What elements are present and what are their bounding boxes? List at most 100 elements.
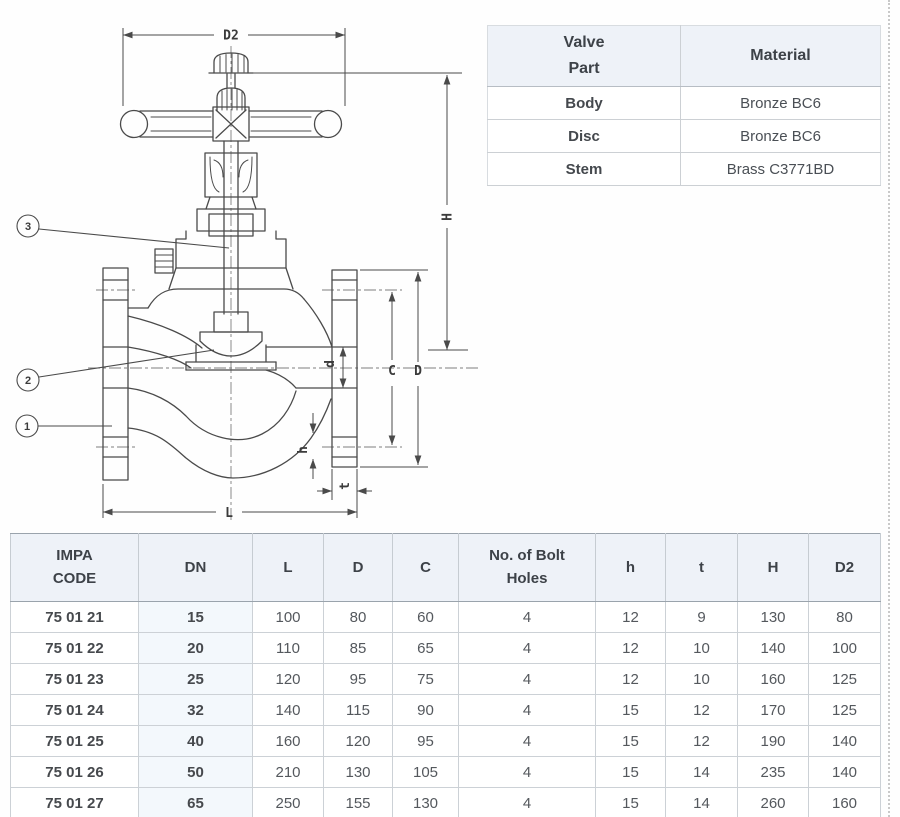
valve-drawing: D2 H D C d h t L 3 2 1 — [15, 28, 478, 522]
header-d2: D2 — [808, 533, 881, 602]
dim-label-h-small: h — [296, 446, 311, 454]
cell-d2: 140 — [808, 756, 881, 788]
cell-d2: 160 — [808, 787, 881, 817]
cell-bolt-holes: 4 — [458, 632, 596, 664]
cell-d: 80 — [323, 601, 393, 633]
cell-t: 14 — [665, 787, 738, 817]
cell-d: 155 — [323, 787, 393, 817]
cell-bolt-holes: 4 — [458, 756, 596, 788]
dim-label-l: L — [225, 506, 233, 521]
cell-t: 12 — [665, 725, 738, 757]
cell-l: 140 — [252, 694, 324, 726]
cell-bolt-holes: 4 — [458, 787, 596, 817]
material-header-valve-part: Valve Part — [487, 25, 681, 87]
material-row: Stem Brass C3771BD — [487, 152, 881, 186]
cell-d2: 140 — [808, 725, 881, 757]
cell-dn: 32 — [138, 694, 253, 726]
table-row: 75 01 25 40 160 120 95 4 15 12 190 140 — [10, 725, 881, 757]
valve-outline — [102, 52, 358, 481]
cell-c: 60 — [392, 601, 459, 633]
header-l: L — [252, 533, 324, 602]
cell-bolt-holes: 4 — [458, 663, 596, 695]
material-part: Stem — [487, 152, 681, 186]
table-row: 75 01 21 15 100 80 60 4 12 9 130 80 — [10, 601, 881, 633]
header-dn: DN — [138, 533, 253, 602]
dim-label-d-flange: D — [414, 364, 422, 379]
cell-d2: 125 — [808, 694, 881, 726]
callout-3-label: 3 — [25, 221, 31, 233]
table-row: 75 01 24 32 140 115 90 4 15 12 170 125 — [10, 694, 881, 726]
cell-h-total: 190 — [737, 725, 809, 757]
header-t: t — [665, 533, 738, 602]
cell-h: 15 — [595, 787, 666, 817]
cell-dn: 65 — [138, 787, 253, 817]
table-row: 75 01 22 20 110 85 65 4 12 10 140 100 — [10, 632, 881, 664]
cell-t: 9 — [665, 601, 738, 633]
material-value: Bronze BC6 — [680, 119, 881, 153]
cell-l: 160 — [252, 725, 324, 757]
cell-l: 120 — [252, 663, 324, 695]
callout-1-label: 1 — [24, 421, 30, 433]
cell-c: 90 — [392, 694, 459, 726]
cell-d2: 125 — [808, 663, 881, 695]
dim-label-h-total: H — [441, 213, 456, 221]
cell-c: 65 — [392, 632, 459, 664]
material-value: Brass C3771BD — [680, 152, 881, 186]
cell-h-total: 260 — [737, 787, 809, 817]
table-row: 75 01 23 25 120 95 75 4 12 10 160 125 — [10, 663, 881, 695]
cell-h: 12 — [595, 601, 666, 633]
table-row: 75 01 26 50 210 130 105 4 15 14 235 140 — [10, 756, 881, 788]
cell-c: 105 — [392, 756, 459, 788]
cell-impa: 75 01 27 — [10, 787, 139, 817]
cell-h: 12 — [595, 663, 666, 695]
cell-d: 85 — [323, 632, 393, 664]
material-header-material: Material — [680, 25, 881, 87]
cell-bolt-holes: 4 — [458, 694, 596, 726]
callout-2-label: 2 — [25, 375, 31, 387]
header-d: D — [323, 533, 393, 602]
dim-label-bore-d: d — [323, 360, 338, 368]
cell-d: 115 — [323, 694, 393, 726]
cell-l: 100 — [252, 601, 324, 633]
cell-l: 110 — [252, 632, 324, 664]
table-row: 75 01 27 65 250 155 130 4 15 14 260 160 — [10, 787, 881, 817]
material-row: Body Bronze BC6 — [487, 86, 881, 120]
cell-c: 75 — [392, 663, 459, 695]
cell-h-total: 130 — [737, 601, 809, 633]
cell-impa: 75 01 25 — [10, 725, 139, 757]
material-row: Disc Bronze BC6 — [487, 119, 881, 153]
cell-bolt-holes: 4 — [458, 601, 596, 633]
page-dotted-edge — [888, 0, 890, 817]
cell-t: 14 — [665, 756, 738, 788]
cell-h: 15 — [595, 694, 666, 726]
header-h-small: h — [595, 533, 666, 602]
material-part: Body — [487, 86, 681, 120]
cell-h-total: 160 — [737, 663, 809, 695]
header-bolt-holes: No. of Bolt Holes — [458, 533, 596, 602]
dimension-table-header-row: IMPA CODE DN L D C No. of Bolt Holes h t… — [10, 533, 881, 602]
dimension-lines — [102, 28, 468, 518]
header-impa-code: IMPA CODE — [10, 533, 139, 602]
cell-t: 12 — [665, 694, 738, 726]
cell-dn: 40 — [138, 725, 253, 757]
cell-h-total: 170 — [737, 694, 809, 726]
cell-impa: 75 01 24 — [10, 694, 139, 726]
cell-d2: 100 — [808, 632, 881, 664]
material-part: Disc — [487, 119, 681, 153]
header-h-total: H — [737, 533, 809, 602]
cell-dn: 25 — [138, 663, 253, 695]
header-c: C — [392, 533, 459, 602]
material-table: Valve Part Material Body Bronze BC6 Disc… — [487, 25, 881, 186]
cell-dn: 20 — [138, 632, 253, 664]
cell-impa: 75 01 22 — [10, 632, 139, 664]
material-value: Bronze BC6 — [680, 86, 881, 120]
cell-l: 210 — [252, 756, 324, 788]
cell-h: 15 — [595, 756, 666, 788]
cell-h-total: 235 — [737, 756, 809, 788]
cell-dn: 15 — [138, 601, 253, 633]
cell-t: 10 — [665, 632, 738, 664]
cell-l: 250 — [252, 787, 324, 817]
cell-c: 130 — [392, 787, 459, 817]
material-table-header-row: Valve Part Material — [487, 25, 881, 87]
